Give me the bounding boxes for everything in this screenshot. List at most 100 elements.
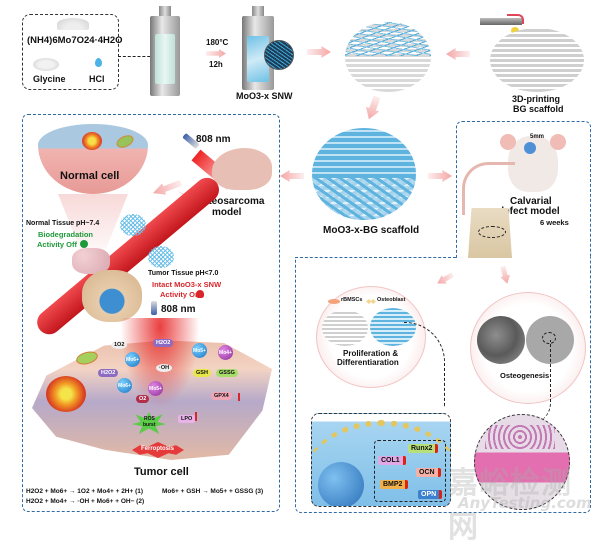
defect-size-label: 5mm bbox=[530, 134, 545, 140]
proliferation-label-2: Differentiaration bbox=[337, 358, 399, 367]
gene-opn: OPN bbox=[418, 490, 443, 499]
equation-3: Mo6+ + GSH → Mo5+ + GSSG (3) bbox=[162, 488, 264, 495]
snw-coated-scaffold bbox=[345, 22, 431, 92]
gene-bmp2: BMP2 bbox=[380, 480, 409, 489]
mouse-ear-left bbox=[500, 134, 516, 150]
species-lpo: LPO bbox=[178, 415, 196, 423]
normal-tissue-ph-label: Normal Tissue pH~7.4 bbox=[26, 220, 100, 227]
print-filament bbox=[507, 14, 524, 24]
duration-label: 12h bbox=[209, 60, 223, 69]
proliferation-label-1: Proliferation & bbox=[343, 349, 399, 358]
tumor-cell-label: Tumor cell bbox=[134, 466, 189, 478]
species-mo-d: Mo6+ bbox=[117, 378, 132, 393]
microct-treated bbox=[477, 316, 525, 364]
pink-arrow-from-bg-scaffold bbox=[446, 48, 470, 60]
autoclave-empty bbox=[148, 6, 182, 98]
snw-magnified-circle bbox=[264, 40, 294, 70]
species-o2: O2 bbox=[136, 395, 150, 403]
glycine-powder bbox=[33, 58, 59, 71]
nucleus bbox=[82, 132, 102, 150]
activity-on-label: Activity On bbox=[160, 290, 200, 299]
dashed-arrow-to-autoclave bbox=[118, 56, 160, 57]
histology-section bbox=[474, 414, 570, 510]
osteoblast-icon bbox=[366, 299, 376, 304]
calvarial-mouse-tail bbox=[462, 162, 515, 215]
mitochondrion bbox=[114, 132, 136, 151]
defect-outline bbox=[478, 226, 506, 238]
composite-scaffold-label: MoO3-x-BG scaffold bbox=[323, 225, 420, 236]
watermark-en: AnyTesting.com bbox=[458, 494, 592, 512]
bg-scaffold-label-2: BG scaffold bbox=[513, 104, 564, 114]
skull-explant bbox=[468, 208, 512, 258]
equation-2: H2O2 + Mo4+ → ·OH + Mo6+ + OH− (2) bbox=[26, 498, 145, 505]
species-mo-e: Mo5+ bbox=[148, 381, 163, 396]
connector-to-histology bbox=[530, 340, 551, 424]
bg-scaffold bbox=[490, 28, 584, 92]
ferroptosis-label: Ferroptosis bbox=[141, 446, 175, 452]
skull-icon bbox=[196, 290, 204, 298]
laser-808-top: 808 nm bbox=[196, 134, 231, 145]
normal-tissue-cells bbox=[72, 248, 110, 274]
pink-arrow-down-to-composite bbox=[362, 94, 383, 121]
species-h2o2-top: H2O2 bbox=[153, 339, 174, 347]
tumor-tissue-ph-label: Tumor Tissue pH<7.0 bbox=[148, 270, 219, 277]
time-label: 6 weeks bbox=[540, 218, 569, 227]
product-label: MoO3-x SNW bbox=[236, 91, 293, 101]
calvarial-label-2: defect model bbox=[498, 206, 560, 217]
snw-cluster-2 bbox=[148, 246, 174, 268]
snw-cluster-1 bbox=[120, 214, 146, 236]
moo3-bg-scaffold bbox=[312, 128, 416, 220]
species-gsh: GSH bbox=[193, 369, 211, 377]
bone-panel-bottom bbox=[295, 257, 591, 513]
reagent-hcl: HCl bbox=[89, 74, 105, 84]
bg-scaffold-label-1: 3D-printing bbox=[512, 94, 560, 104]
watermark-cn: 嘉峪检测网 bbox=[448, 466, 572, 545]
bg-scaffold-mini bbox=[322, 310, 368, 346]
smiley-icon bbox=[80, 240, 88, 248]
calvarial-label-1: Calvarial bbox=[510, 196, 552, 207]
legend-osteoblast: Osteoblast bbox=[377, 297, 406, 303]
species-mo-a: Mo6+ bbox=[125, 352, 140, 367]
ros-label: ROS bbox=[144, 416, 155, 422]
species-1o2: 1O2 bbox=[111, 341, 128, 349]
bone-panel-top bbox=[456, 121, 591, 258]
species-oh: ·OH bbox=[156, 364, 173, 372]
pink-arrow-to-tumor-panel bbox=[280, 170, 304, 182]
gene-ocn: OCN bbox=[416, 468, 441, 477]
gene-box bbox=[374, 440, 446, 502]
species-gpx4: GPX4 bbox=[211, 392, 232, 400]
osteosarcoma-label-1: Osteosarcoma bbox=[195, 196, 265, 207]
pink-arrow-to-coated-scaffold bbox=[307, 46, 331, 58]
gpx4-down-arrow-icon bbox=[238, 393, 240, 401]
biodegradation-label: Biodegradation bbox=[38, 230, 94, 239]
species-h2o2-left: H2O2 bbox=[98, 369, 119, 377]
autoclave-with-snw bbox=[240, 6, 276, 90]
defect-site-icon bbox=[524, 142, 536, 154]
lpo-up-arrow-icon bbox=[195, 412, 197, 421]
cell-membrane bbox=[312, 420, 450, 506]
reagent-box: (NH4)6Mo7O24·4H2O Glycine HCl bbox=[22, 14, 123, 90]
gene-expression-panel: Runx2 COL1 OCN BMP2 OPN bbox=[311, 413, 451, 507]
mouse-osteosarcoma bbox=[212, 148, 272, 190]
species-mo-c: Mo4+ bbox=[218, 345, 233, 360]
mouse-ear-right bbox=[550, 134, 566, 150]
equation-1: H2O2 + Mo6+ → 1O2 + Mo4+ + 2H+ (1) bbox=[26, 488, 144, 495]
burst-label: burst bbox=[143, 422, 156, 428]
hcl-droplet-icon bbox=[95, 58, 102, 67]
printer-nozzle-icon bbox=[480, 18, 522, 25]
tumor-tissue-mass bbox=[82, 270, 142, 322]
activity-off-label: Activity Off bbox=[37, 240, 78, 249]
pink-arrow-to-bone-panel bbox=[428, 170, 452, 182]
bone-panel-step bbox=[295, 257, 456, 258]
rbmsc-icon bbox=[328, 299, 340, 304]
gene-runx2: Runx2 bbox=[408, 444, 439, 453]
osteosarcoma-label-2: model bbox=[212, 207, 242, 218]
ammonium-molybdate-powder bbox=[57, 18, 89, 30]
legend-rbmscs: rBMSCs bbox=[341, 297, 363, 303]
temperature-label: 180°C bbox=[206, 38, 229, 47]
laser-808-bottom: 808 nm bbox=[161, 304, 196, 315]
species-gssg: GSSG bbox=[216, 369, 238, 377]
pink-arrow-heating bbox=[206, 49, 226, 58]
intact-snw-label: Intact MoO3-x SNW bbox=[152, 280, 222, 289]
cell-nucleus bbox=[318, 462, 364, 506]
